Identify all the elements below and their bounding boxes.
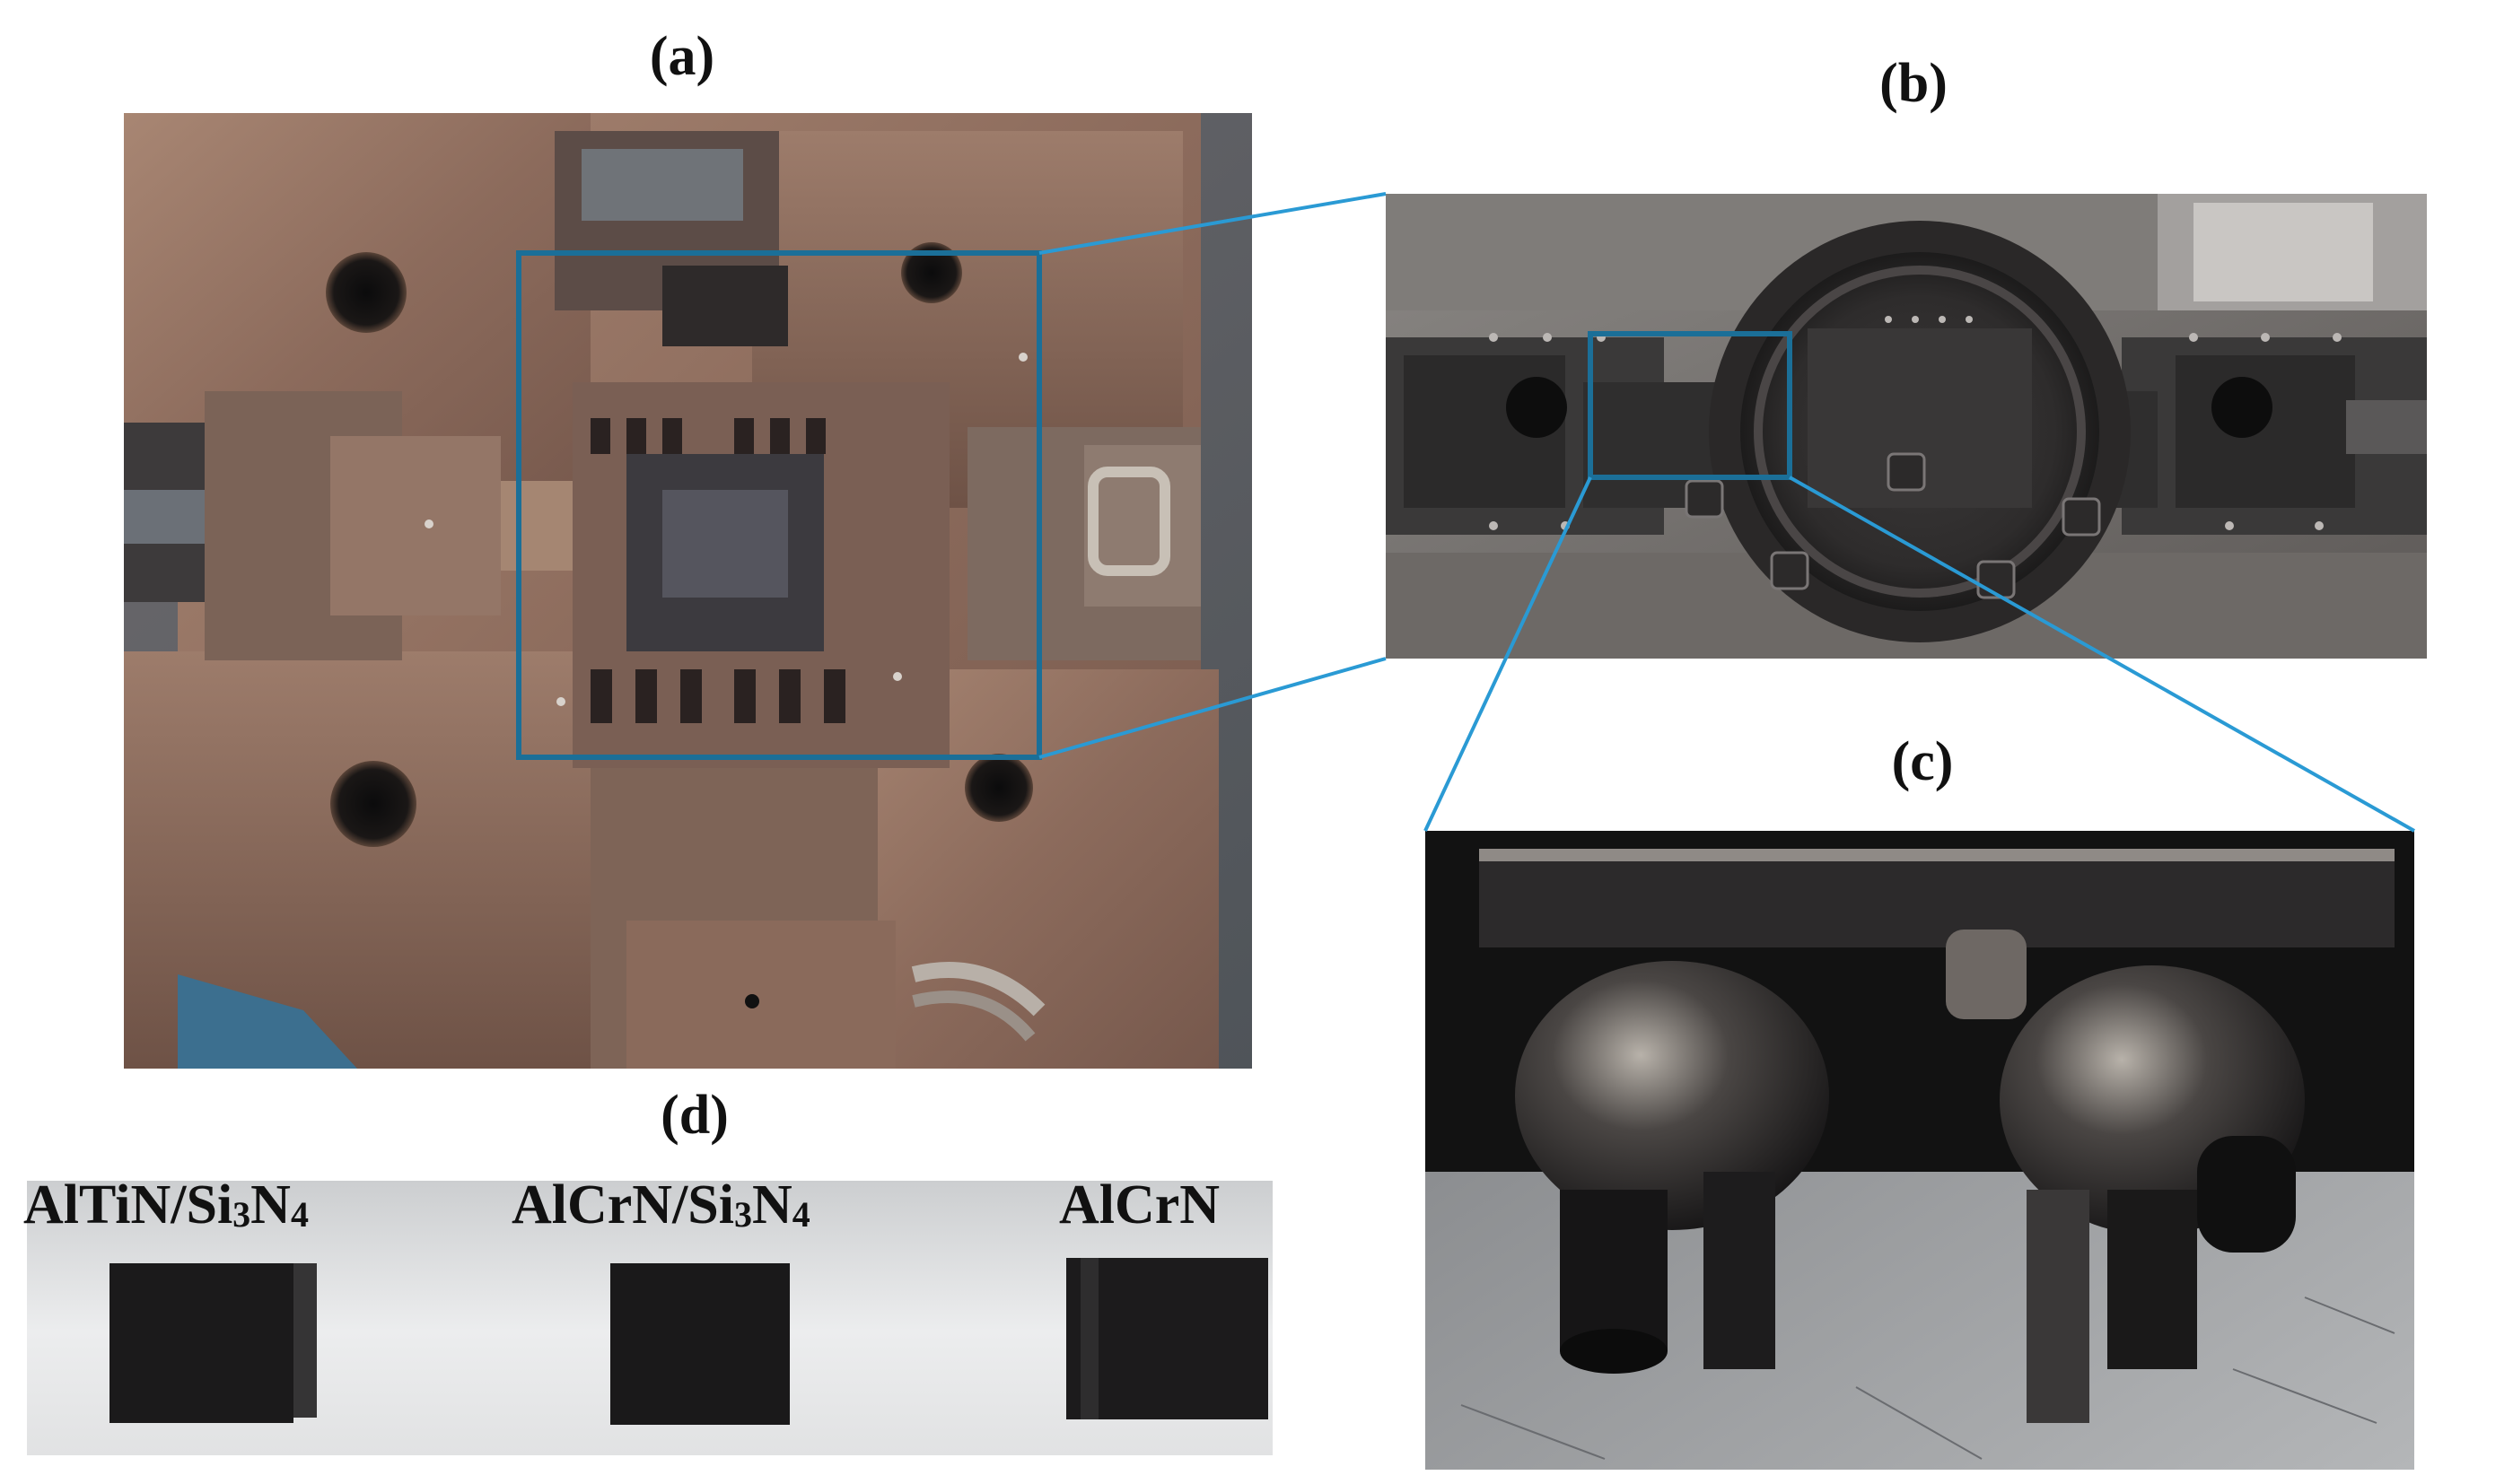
sample-label-2: AlCrN/Si3N4 <box>512 1174 810 1235</box>
panel-label-b: (b) <box>1879 53 1948 114</box>
photo-die-overview-image <box>124 113 1252 1069</box>
sample-block-1 <box>109 1263 293 1423</box>
photo-core-detail <box>1425 831 2414 1470</box>
photo-coated-samples-image <box>27 1181 1273 1455</box>
sample-label-3: AlCrN <box>1059 1174 1221 1235</box>
photo-die-slider <box>1386 194 2427 659</box>
photo-die-overview <box>124 113 1252 1069</box>
sample-label-1: AlTiN/Si3N4 <box>23 1174 309 1235</box>
photo-core-detail-image <box>1425 831 2414 1470</box>
panel-label-d: (d) <box>661 1085 729 1146</box>
panel-label-c: (c) <box>1891 731 1954 792</box>
sample-block-2 <box>610 1263 790 1425</box>
panel-label-a: (a) <box>649 26 715 87</box>
sample-block-3 <box>1066 1258 1268 1419</box>
photo-coated-samples <box>27 1181 1273 1455</box>
photo-die-slider-image <box>1386 194 2427 659</box>
